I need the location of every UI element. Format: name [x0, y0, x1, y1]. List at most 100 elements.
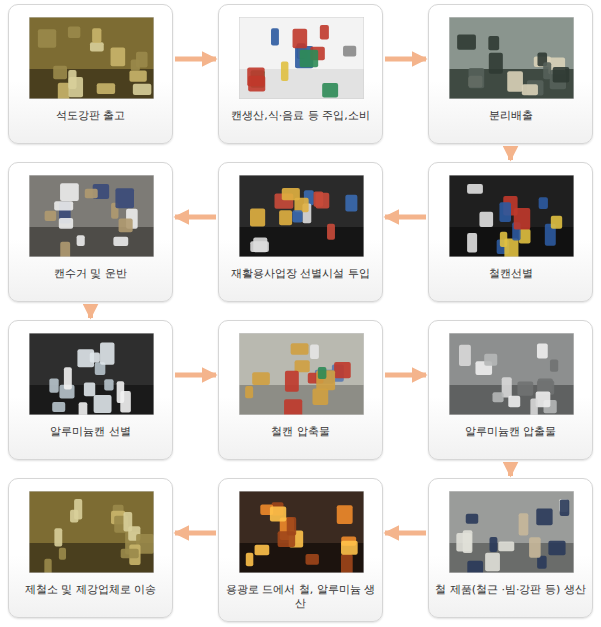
photo-detail: [70, 510, 78, 523]
photo-detail: [312, 388, 328, 405]
photo-detail: [560, 499, 570, 516]
step-caption: 캔생산,식·음료 등 주입,소비: [225, 109, 376, 123]
photo-frame: [239, 17, 364, 99]
photo-detail: [522, 84, 538, 95]
step-caption: 알루미늄캔 압출물: [435, 425, 586, 439]
photo-background: [29, 333, 154, 415]
photo-frame: [29, 333, 154, 415]
step-caption: 철 제품(철근 ·빔·강판 등) 생산: [435, 583, 586, 597]
process-box: 철캔 압축물: [218, 320, 383, 460]
step-caption: 분리배출: [435, 109, 586, 123]
photo-detail: [284, 399, 302, 415]
photo-detail: [337, 505, 353, 524]
photo-detail: [345, 195, 357, 212]
photo-detail: [457, 35, 476, 50]
photo: [29, 175, 154, 257]
photo-detail: [543, 62, 551, 79]
photo-frame: [449, 333, 574, 415]
photo-background: [29, 17, 154, 99]
photo-detail: [553, 67, 570, 83]
photo-detail: [459, 345, 471, 366]
photo-background: [239, 175, 364, 257]
flow-arrow: [175, 373, 216, 378]
flow-arrow: [175, 531, 216, 536]
photo-detail: [119, 219, 133, 233]
photo-frame: [449, 17, 574, 99]
photo: [449, 175, 574, 257]
step-caption: 제철소 및 제강업체로 이송: [15, 583, 166, 597]
photo: [239, 17, 364, 99]
photo-detail: [485, 553, 500, 572]
photo-detail: [466, 514, 478, 524]
photo-detail: [250, 241, 269, 252]
photo-background: [449, 333, 574, 415]
photo-detail: [310, 344, 319, 359]
photo-detail: [278, 531, 296, 547]
flow-arrow: [175, 215, 216, 220]
photo-detail: [52, 402, 65, 412]
process-box: 알루미늄캔 압출물: [428, 320, 593, 460]
photo-detail: [53, 66, 67, 80]
flow-arrow: [385, 215, 426, 220]
photo-detail: [68, 70, 76, 89]
step-caption: 용광로 드에서 철, 알루미늄 생산: [225, 583, 376, 612]
photo-detail: [285, 371, 299, 392]
photo-detail: [271, 28, 279, 45]
photo-ground: [239, 227, 364, 257]
photo-frame: [449, 491, 574, 573]
photo-detail: [252, 372, 270, 385]
photo-detail: [131, 59, 140, 70]
flow-arrow: [385, 373, 426, 378]
photo-detail: [295, 360, 310, 372]
photo-detail: [68, 26, 80, 37]
photo-detail: [322, 83, 338, 98]
photo-detail: [255, 545, 270, 555]
process-box: 석도강판 출고: [8, 4, 173, 144]
photo-detail: [292, 210, 302, 222]
photo-detail: [479, 212, 493, 227]
photo-detail: [54, 528, 62, 546]
photo-detail: [97, 83, 115, 94]
photo-detail: [77, 235, 85, 246]
photo-ground: [29, 69, 154, 99]
step-caption: 재활용사업장 선별시설 투입: [225, 267, 376, 281]
photo-detail: [334, 362, 351, 378]
flow-arrow: [508, 146, 513, 160]
photo-detail: [100, 343, 114, 365]
photo: [449, 333, 574, 415]
photo-detail: [500, 232, 507, 247]
photo-detail: [60, 183, 79, 201]
photo-ground: [29, 227, 154, 257]
photo-detail: [536, 509, 552, 526]
photo-detail: [92, 28, 101, 43]
photo-detail: [508, 396, 520, 407]
photo: [449, 491, 574, 573]
photo-detail: [529, 537, 541, 558]
process-box: 분리배출: [428, 4, 593, 144]
process-box: 알루미늄캔 선별: [8, 320, 173, 460]
photo-frame: [239, 491, 364, 573]
photo-frame: [29, 175, 154, 257]
photo-detail: [117, 381, 125, 403]
process-box: 캔생산,식·음료 등 주입,소비: [218, 4, 383, 144]
photo-detail: [44, 559, 51, 573]
photo-detail: [291, 343, 309, 354]
photo: [239, 333, 364, 415]
photo-detail: [123, 512, 132, 531]
photo-detail: [548, 541, 565, 556]
photo-detail: [281, 61, 288, 80]
photo-detail: [318, 367, 327, 379]
photo-detail: [314, 191, 324, 206]
photo-background: [239, 491, 364, 573]
photo: [239, 175, 364, 257]
flow-arrow: [385, 57, 426, 62]
photo-detail: [341, 541, 358, 555]
flow-arrow: [88, 304, 93, 318]
photo-detail: [49, 378, 58, 392]
photo-detail: [85, 189, 98, 198]
photo-detail: [59, 548, 66, 560]
photo-detail: [59, 218, 73, 229]
photo-background: [449, 491, 574, 573]
step-caption: 철캔선별: [435, 267, 586, 281]
